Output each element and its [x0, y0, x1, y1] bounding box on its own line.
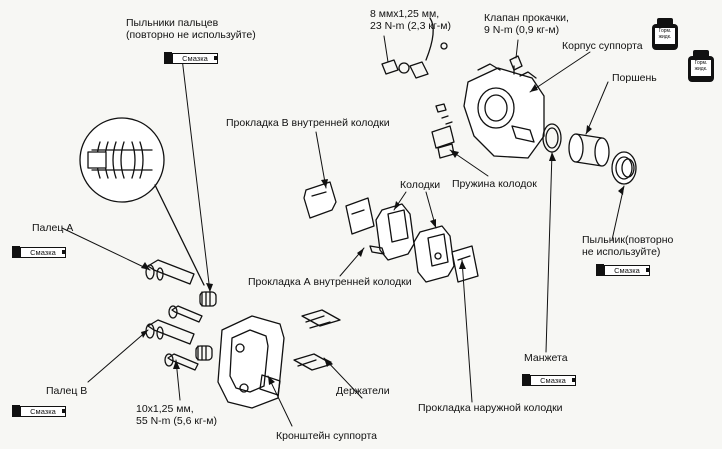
pin-dust-boot-lower [195, 345, 213, 361]
grease-tube-icon: Смазка [522, 374, 576, 386]
label-pad-spring: Пружина колодок [452, 178, 537, 190]
grease-tube-label: Смазка [172, 53, 218, 64]
caliper-bracket [217, 315, 285, 409]
brake-hose-fitting [381, 17, 448, 113]
grease-tube-label: Смазка [604, 265, 650, 276]
label-outer-pad-shim: Прокладка наружной колодки [418, 402, 563, 414]
label-pads: Колодки [400, 179, 441, 191]
bracket-bolt-upper [168, 305, 203, 323]
pin-boot-inset [79, 117, 205, 286]
label-caliper-body: Корпус суппорта [562, 40, 643, 52]
inner-brake-pad [369, 203, 415, 261]
label-bolt-spec-bottom: 10х1,25 мм, 55 N-m (5,6 кг-м) [136, 403, 217, 427]
caliper-piston [568, 133, 610, 167]
label-shim-b-inner: Прокладка В внутренней колодки [226, 117, 390, 129]
brake-fluid-jar-label: Горм.жидк. [691, 60, 711, 76]
label-retainers: Держатели [336, 385, 390, 397]
label-bleeder-valve: Клапан прокачки, 9 N-m (0,9 кг-м) [484, 12, 569, 36]
grease-tube-icon: Смазка [12, 405, 66, 417]
label-pin-b: Палец В [46, 385, 88, 397]
label-shim-a-inner: Прокладка А внутренней колодки [248, 276, 412, 288]
label-pin-dust-boots-line1: Пыльники пальцев [126, 17, 219, 29]
guide-pin-a [145, 259, 195, 285]
piston-dust-boot [611, 151, 637, 185]
inner-pad-shim-a [345, 197, 375, 235]
label-bolt-spec-bottom-line2: 55 N-m (5,6 кг-м) [136, 415, 217, 427]
inner-pad-shim-b [303, 181, 337, 219]
piston-seal [542, 123, 562, 153]
brake-fluid-jar-icon: Горм.жидк. [652, 18, 678, 50]
label-piston-dust-boot-line1: Пыльник(повторно [582, 234, 674, 246]
guide-pin-b [145, 319, 195, 345]
outer-brake-pad [413, 225, 455, 283]
label-piston: Поршень [612, 72, 657, 84]
label-bolt-spec-top-line2: 23 N-m (2,3 кг-м) [370, 20, 451, 32]
label-bolt-spec-bottom-line1: 10х1,25 мм, [136, 403, 194, 415]
grease-tube-icon: Смазка [164, 52, 218, 64]
label-bolt-spec-top-line1: 8 ммх1,25 мм, [370, 8, 440, 20]
outer-pad-shim [451, 245, 479, 283]
caliper-body [463, 63, 545, 159]
label-pin-a: Палец А [32, 222, 74, 234]
pin-dust-boot-upper [199, 291, 217, 307]
grease-tube-icon: Смазка [12, 246, 66, 258]
arrowheads [141, 84, 624, 385]
label-piston-dust-boot: Пыльник(повторно не используйте) [582, 234, 673, 258]
label-bleeder-valve-line1: Клапан прокачки, [484, 12, 569, 24]
pad-spring [431, 115, 455, 159]
pad-retainers [293, 309, 341, 371]
label-caliper-bracket: Кронштейн суппорта [276, 430, 377, 442]
brake-fluid-jar-label: Горм.жидк. [655, 28, 675, 44]
label-seal: Манжета [524, 352, 568, 364]
bracket-bolt-lower [164, 353, 199, 371]
grease-tube-icon: Смазка [596, 264, 650, 276]
grease-tube-label: Смазка [20, 247, 66, 258]
grease-tube-label: Смазка [20, 406, 66, 417]
grease-tube-label: Смазка [530, 375, 576, 386]
label-pin-dust-boots: Пыльники пальцев (повторно не используйт… [126, 17, 256, 41]
label-bolt-spec-top: 8 ммх1,25 мм, 23 N-m (2,3 кг-м) [370, 8, 451, 32]
label-pin-dust-boots-line2: (повторно не используйте) [126, 29, 256, 41]
bleeder-valve [509, 55, 523, 75]
label-piston-dust-boot-line2: не используйте) [582, 246, 661, 258]
brake-fluid-jar-icon: Горм.жидк. [688, 50, 714, 82]
label-bleeder-valve-line2: 9 N-m (0,9 кг-м) [484, 24, 560, 36]
